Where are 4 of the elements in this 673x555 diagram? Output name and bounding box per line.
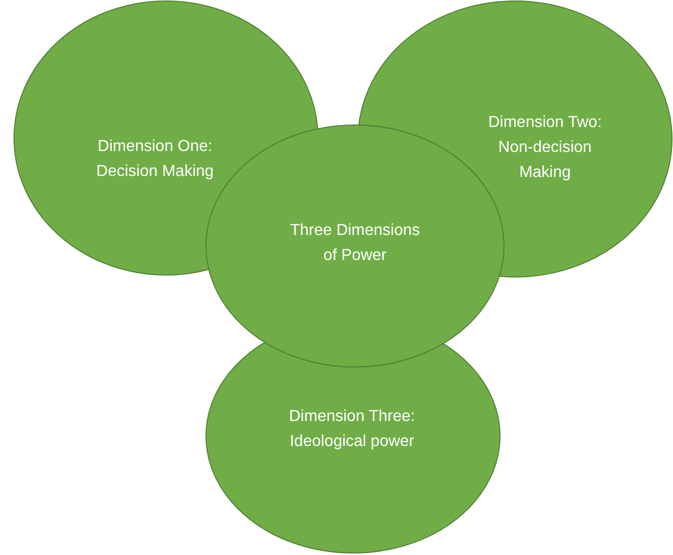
ellipse-label: Dimension One: Decision Making xyxy=(95,137,215,182)
ellipse-label: Dimension Three: Ideological power xyxy=(288,407,416,452)
ellipse-label: Dimension Two: Non-decision Making xyxy=(487,112,603,182)
ellipse-label: Three Dimensions of Power xyxy=(289,221,421,266)
